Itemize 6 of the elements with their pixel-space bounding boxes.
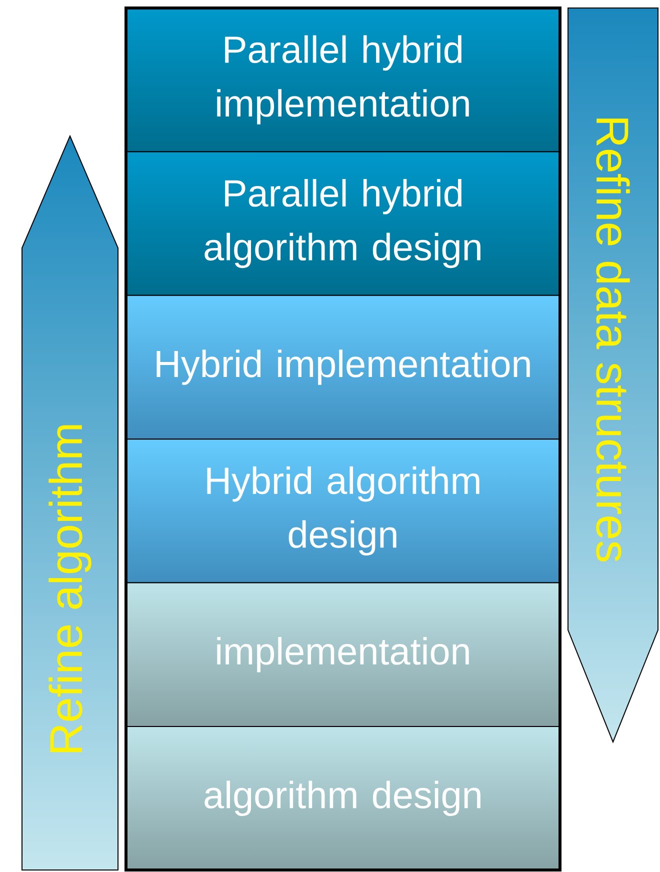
layer-box: Parallel hybrid implementation: [126, 8, 560, 152]
layer-box: Hybrid algorithm design: [126, 438, 560, 584]
layer-box: Parallel hybrid algorithm design: [126, 151, 560, 296]
layer-box: implementation: [126, 582, 560, 727]
layer-box: algorithm design: [126, 726, 560, 871]
layer-box: Hybrid implementation: [126, 294, 560, 440]
